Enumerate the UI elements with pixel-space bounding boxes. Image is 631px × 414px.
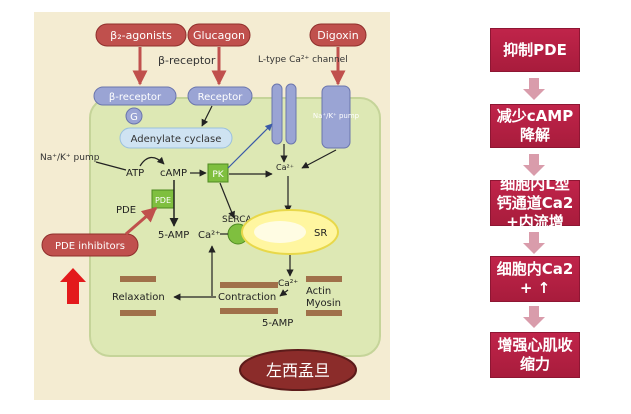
svg-text:Digoxin: Digoxin (317, 29, 358, 42)
l-type-channel (271, 83, 297, 145)
relaxation-label: Relaxation (112, 292, 165, 303)
sarcoplasmic-reticulum: SR (241, 209, 339, 255)
svg-text:PDE: PDE (155, 196, 171, 205)
b2-agonists-drug: β₂-agonists (95, 23, 187, 47)
svg-text:Glucagon: Glucagon (193, 29, 245, 42)
increase-up-arrow (60, 268, 86, 304)
ca-to-contraction-arrow (279, 289, 289, 297)
flow-step-5-label: 增强心肌收缩力 (497, 336, 573, 373)
ca-left-label: Ca²⁺ (198, 230, 220, 241)
adenylate-cyclase: Adenylate cyclase (119, 127, 233, 149)
flow-step-5: 增强心肌收缩力 (490, 332, 580, 378)
svg-text:左西孟旦: 左西孟旦 (266, 361, 330, 380)
svg-text:Na⁺/K⁺ pump: Na⁺/K⁺ pump (313, 112, 360, 120)
ca-middle-label: Ca²⁺ (276, 163, 294, 172)
flow-arrow-3 (523, 232, 545, 254)
inhibitor-to-pde-arrow (125, 206, 158, 236)
flow-step-1: 抑制PDE (490, 28, 580, 72)
flow-step-2: 减少cAMP降解 (490, 104, 580, 148)
b-receptor-label: β-receptor (158, 54, 216, 67)
b-receptor: β-receptor (93, 86, 177, 106)
pde-label: PDE (116, 205, 136, 216)
flow-step-2-label: 减少cAMP降解 (496, 107, 574, 144)
svg-text:β₂-agonists: β₂-agonists (110, 29, 172, 42)
camp-label: cAMP (160, 168, 187, 179)
svg-text:Receptor: Receptor (198, 92, 244, 103)
svg-text:G: G (130, 112, 138, 123)
contraction-label: Contraction (218, 292, 276, 303)
flow-step-3: 细胞内L型钙通道Ca2 +内流增 (490, 175, 580, 231)
pde-inhibitors-drug: PDE inhibitors (41, 233, 139, 257)
five-amp-bottom-label: 5-AMP (262, 318, 293, 329)
myosin-label: Myosin (306, 298, 341, 309)
glucagon-receptor: Receptor (187, 86, 253, 106)
atp-to-camp-arrow (139, 156, 165, 167)
l-type-channel-label: L-type Ca²⁺ channel (258, 55, 348, 65)
pump-to-ca-arrow (301, 149, 337, 169)
flow-step-4-label: 细胞内Ca2 + ↑ (496, 260, 574, 297)
na-k-pump-right: Na⁺/K⁺ pump (313, 85, 360, 149)
g-protein: G (125, 107, 143, 125)
pk-to-serca-arrow (219, 182, 235, 219)
ca-lower-label: Ca²⁺ (278, 279, 298, 289)
svg-text:β-receptor: β-receptor (109, 92, 162, 103)
pk-to-channel-arrow (227, 123, 273, 169)
protein-kinase: PK (207, 163, 229, 183)
flow-step-3-label: 细胞内L型钙通道Ca2 +内流增 (496, 174, 574, 231)
glucagon-drug: Glucagon (187, 23, 251, 47)
myofilaments (120, 276, 342, 316)
atp-label: ATP (126, 168, 144, 179)
flow-arrow-4 (523, 306, 545, 328)
svg-text:PK: PK (212, 170, 224, 180)
flow-step-1-label: 抑制PDE (503, 40, 567, 59)
svg-text:SR: SR (314, 228, 327, 239)
digoxin-drug: Digoxin (309, 23, 367, 47)
pde-box: PDE (151, 189, 175, 209)
flow-step-4: 细胞内Ca2 + ↑ (490, 256, 580, 302)
flow-arrow-1 (523, 78, 545, 100)
svg-text:PDE inhibitors: PDE inhibitors (55, 241, 125, 252)
svg-text:Adenylate cyclase: Adenylate cyclase (131, 134, 222, 145)
na-k-pump-left-label: Na⁺/K⁺ pump (40, 153, 100, 163)
levosimendan-drug: 左西孟旦 (239, 349, 357, 391)
actin-label: Actin (306, 286, 331, 297)
serca-label: SERCA (222, 215, 252, 225)
flow-arrow-2 (523, 154, 545, 176)
arrow-receptor-to-ac (201, 105, 213, 127)
pump-left-line (95, 161, 127, 171)
five-amp-left-label: 5-AMP (158, 230, 189, 241)
